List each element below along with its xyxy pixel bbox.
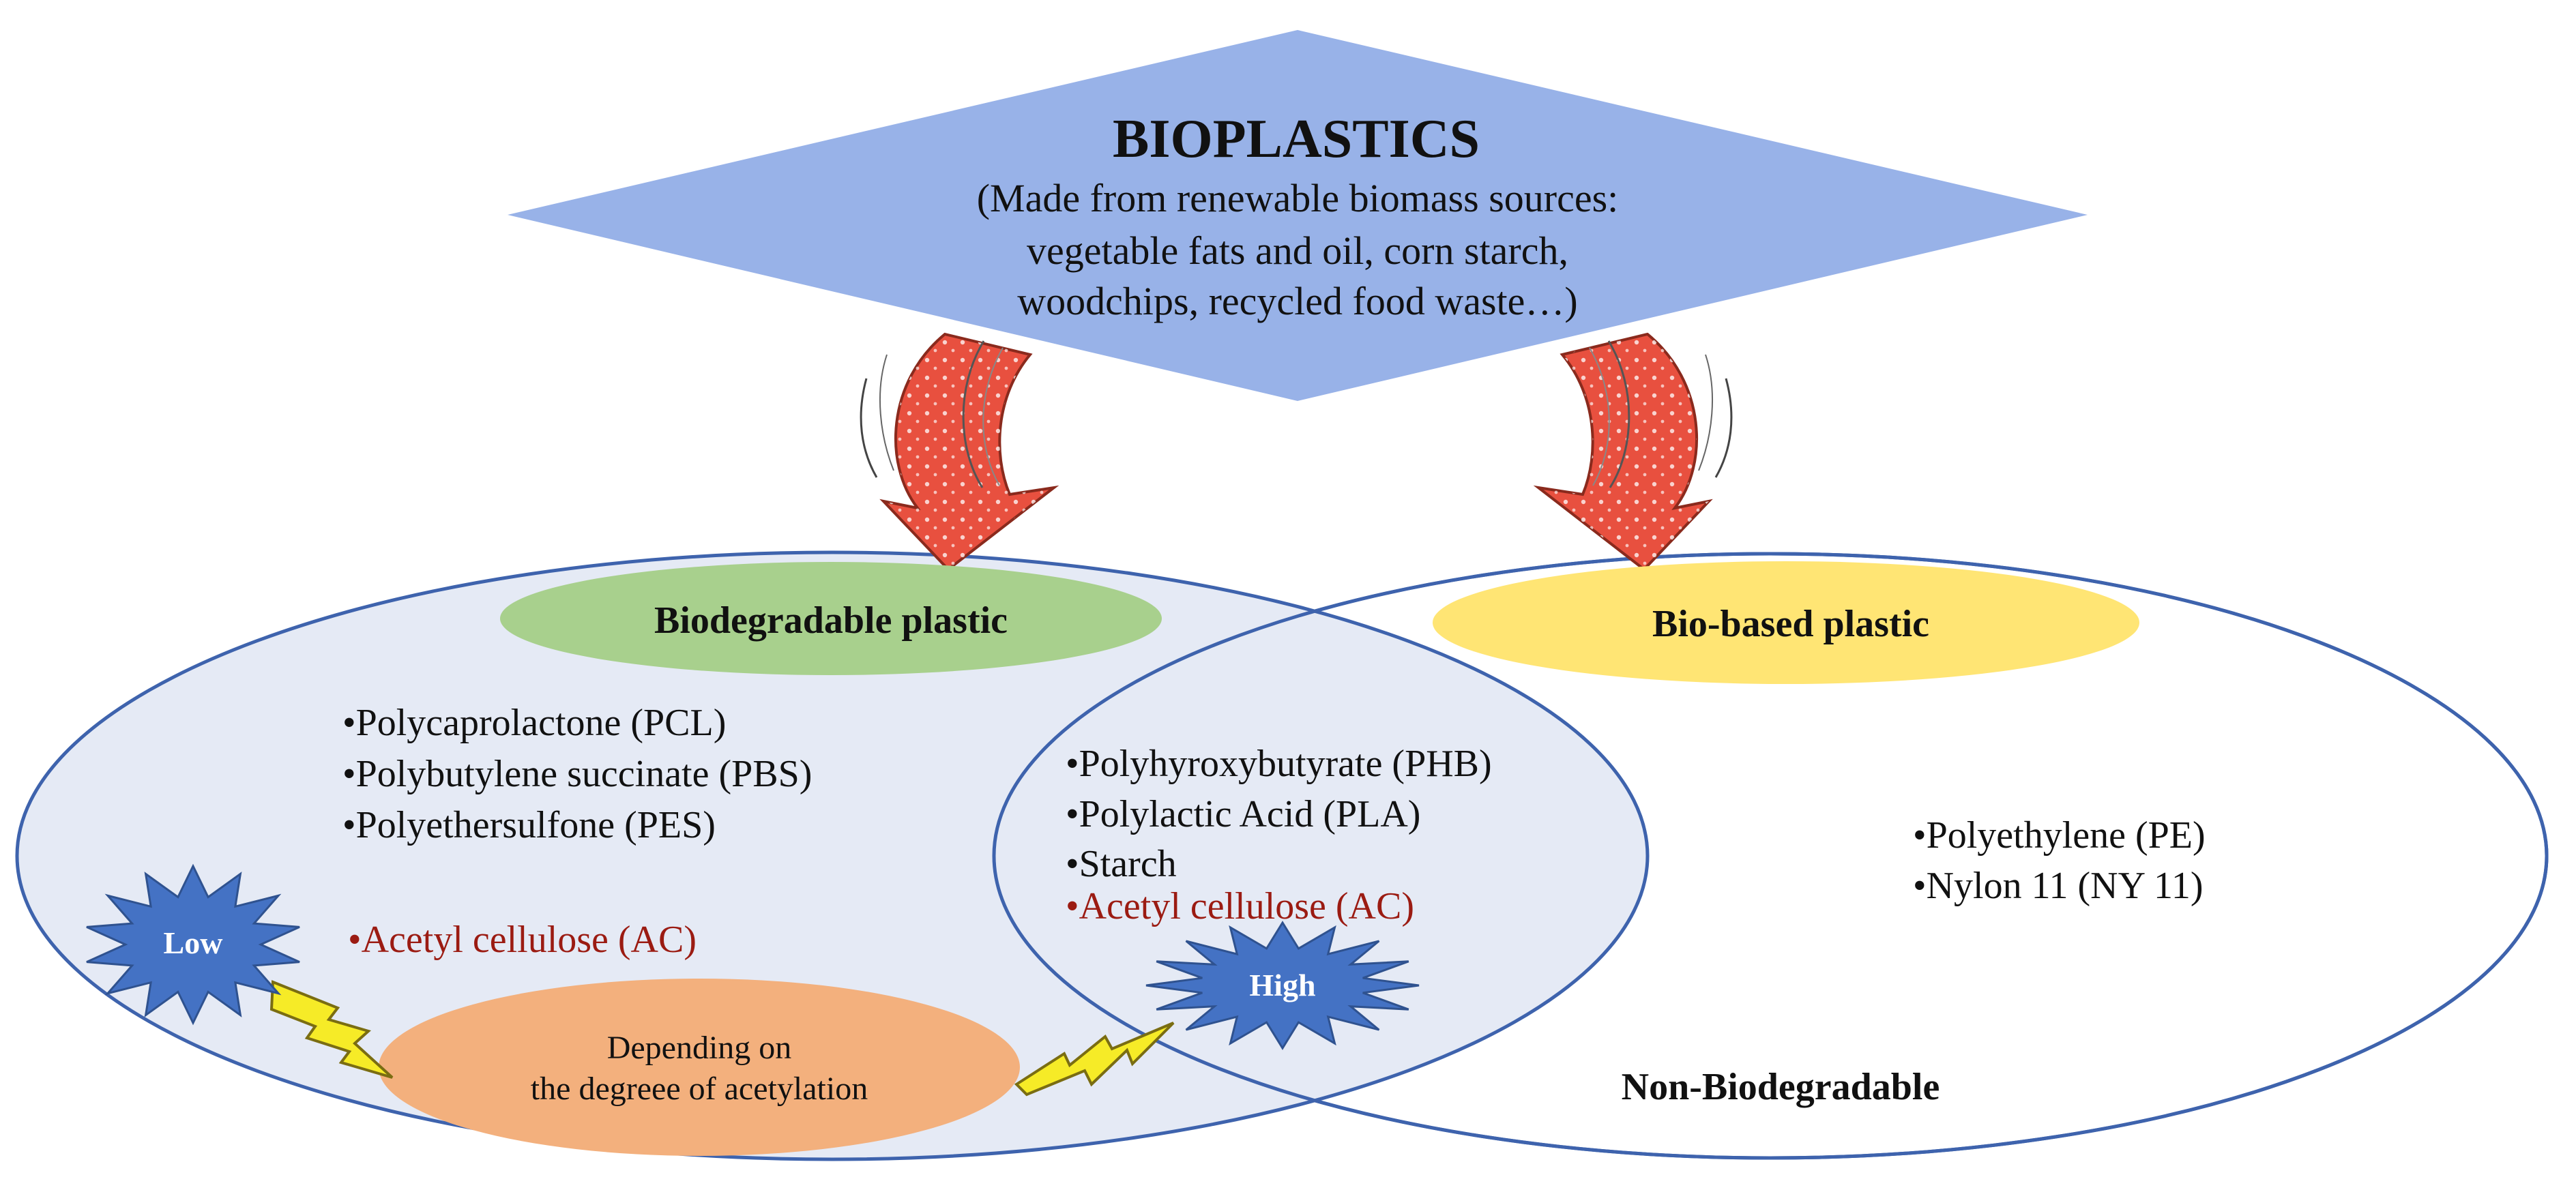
bioplastics-subtitle-line-1: (Made from renewable biomass sources:: [977, 176, 1619, 220]
list-item: •Polycaprolactone (PCL): [342, 702, 726, 744]
list-item: •Polyethylene (PE): [1913, 814, 2206, 857]
high-label: High: [1249, 968, 1315, 1002]
biodegradable-pill: [500, 562, 1162, 675]
list-item: •Polybutylene succinate (PBS): [342, 753, 812, 795]
bioplastics-subtitle-line-2: vegetable fats and oil, corn starch,: [1027, 228, 1568, 273]
bioplastics-subtitle-line-3: woodchips, recycled food waste…): [1017, 279, 1577, 323]
low-label: Low: [164, 925, 223, 960]
right-curved-arrow-icon: [1533, 332, 1733, 571]
non-biodegradable-label: Non-Biodegradable: [1622, 1066, 1940, 1108]
list-item: •Polyethersulfone (PES): [342, 804, 716, 846]
acetyl-cellulose-low: •Acetyl cellulose (AC): [348, 919, 697, 961]
acetylation-note-ellipse: [379, 979, 1020, 1156]
left-lightning-bolt-icon: [269, 980, 394, 1079]
biobased-pill: [1433, 561, 2139, 684]
biobased-ellipse-outline: [992, 552, 2549, 1160]
right-lightning-bolt-icon: [1014, 1022, 1175, 1097]
left-curved-arrow-icon: [860, 332, 1059, 571]
bioplastics-title: BIOPLASTICS: [1113, 109, 1480, 169]
acetylation-note-line-1: Depending on: [607, 1030, 792, 1066]
low-starburst-icon: [86, 863, 300, 1026]
list-item: •Starch: [1066, 843, 1177, 885]
high-starburst-icon: [1145, 921, 1420, 1050]
list-item: •Nylon 11 (NY 11): [1913, 865, 2204, 907]
bioplastics-diamond: [508, 30, 2088, 401]
list-item: •Polylactic Acid (PLA): [1066, 793, 1420, 835]
biodegradable-label: Biodegradable plastic: [654, 599, 1008, 642]
acetyl-cellulose-high: •Acetyl cellulose (AC): [1066, 885, 1414, 927]
acetylation-note-line-2: the degreee of acetylation: [531, 1071, 868, 1107]
list-item: •Polyhyroxybutyrate (PHB): [1066, 743, 1492, 785]
biobased-label: Bio-based plastic: [1652, 603, 1929, 645]
